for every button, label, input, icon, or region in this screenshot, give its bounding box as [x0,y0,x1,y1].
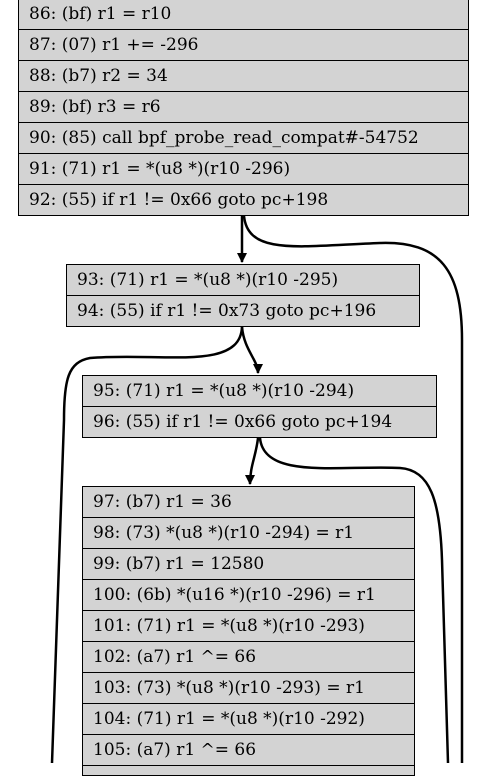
instruction-96: 96: (55) if r1 != 0x66 goto pc+194 [93,412,393,432]
instruction-90: 90: (85) call bpf_probe_read_compat#-547… [19,123,468,154]
instruction-95: 95: (71) r1 = *(u8 *)(r10 -294) [83,376,436,407]
instruction-89: 89: (bf) r3 = r6 [19,92,468,123]
instruction-102: 102: (a7) r1 ^= 66 [83,642,414,673]
edge-96-jump [258,437,450,763]
edge-96-to-97 [245,437,260,485]
basic-block-93-94: 93: (71) r1 = *(u8 *)(r10 -295) 94: (55)… [66,264,420,327]
instruction-93: 93: (71) r1 = *(u8 *)(r10 -295) [67,265,419,296]
instruction-86: 86: (bf) r1 = r10 [19,0,468,30]
instruction-91: 91: (71) r1 = *(u8 *)(r10 -296) [19,154,468,185]
instruction-87: 87: (07) r1 += -296 [19,30,468,61]
instruction-88: 88: (b7) r2 = 34 [19,61,468,92]
instruction-104: 104: (71) r1 = *(u8 *)(r10 -292) [83,704,414,735]
instruction-100: 100: (6b) *(u16 *)(r10 -296) = r1 [83,580,414,611]
instruction-94: 94: (55) if r1 != 0x73 goto pc+196 [77,301,377,321]
instruction-97: 97: (b7) r1 = 36 [83,487,414,518]
edge-94-to-95 [240,326,263,374]
basic-block-97-105: 97: (b7) r1 = 36 98: (73) *(u8 *)(r10 -2… [82,486,415,776]
instruction-101: 101: (71) r1 = *(u8 *)(r10 -293) [83,611,414,642]
instruction-98: 98: (73) *(u8 *)(r10 -294) = r1 [83,518,414,549]
edge-92-jump [242,215,464,763]
instruction-105: 105: (a7) r1 ^= 66 [83,735,414,766]
edge-94-jump [50,326,244,763]
basic-block-86-92: 86: (bf) r1 = r10 87: (07) r1 += -296 88… [18,0,469,216]
instruction-103: 103: (73) *(u8 *)(r10 -293) = r1 [83,673,414,704]
instruction-99: 99: (b7) r1 = 12580 [83,549,414,580]
instruction-92: 92: (55) if r1 != 0x66 goto pc+198 [29,190,329,210]
basic-block-95-96: 95: (71) r1 = *(u8 *)(r10 -294) 96: (55)… [82,375,437,438]
